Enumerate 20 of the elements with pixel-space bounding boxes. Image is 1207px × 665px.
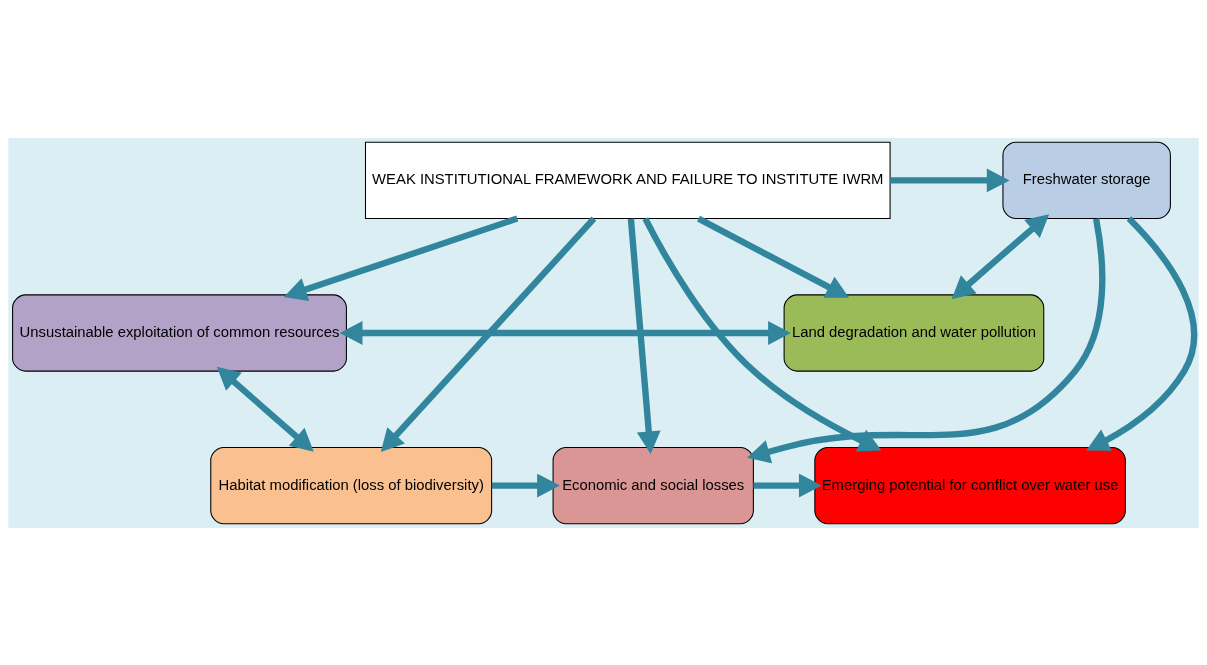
arrow [747,217,1106,463]
arrow [1086,215,1198,451]
node-box: Emerging potential for conflict over water use [814,446,1126,524]
arrow [890,167,1010,192]
arrow [380,215,597,452]
node-box: Economic and social losses [552,446,754,524]
node-box: Freshwater storage [1002,141,1171,219]
arrow [339,320,791,345]
arrow [627,218,661,454]
node-box: Land degradation and water pollution [783,293,1045,372]
arrow [491,473,560,498]
arrow [642,216,882,451]
arrow [697,215,850,298]
arrow [951,213,1050,299]
arrow [216,366,314,452]
node-box: WEAK INSTITUTIONAL FRAMEWORK AND FAILURE TO INSTITUTE IWRM [364,141,891,219]
arrow [753,473,822,498]
node-box: Unsustainable exploitation of common resources [12,293,347,372]
node-box: Habitat modification (loss of biodiversity) [210,446,493,524]
arrow [283,215,519,301]
